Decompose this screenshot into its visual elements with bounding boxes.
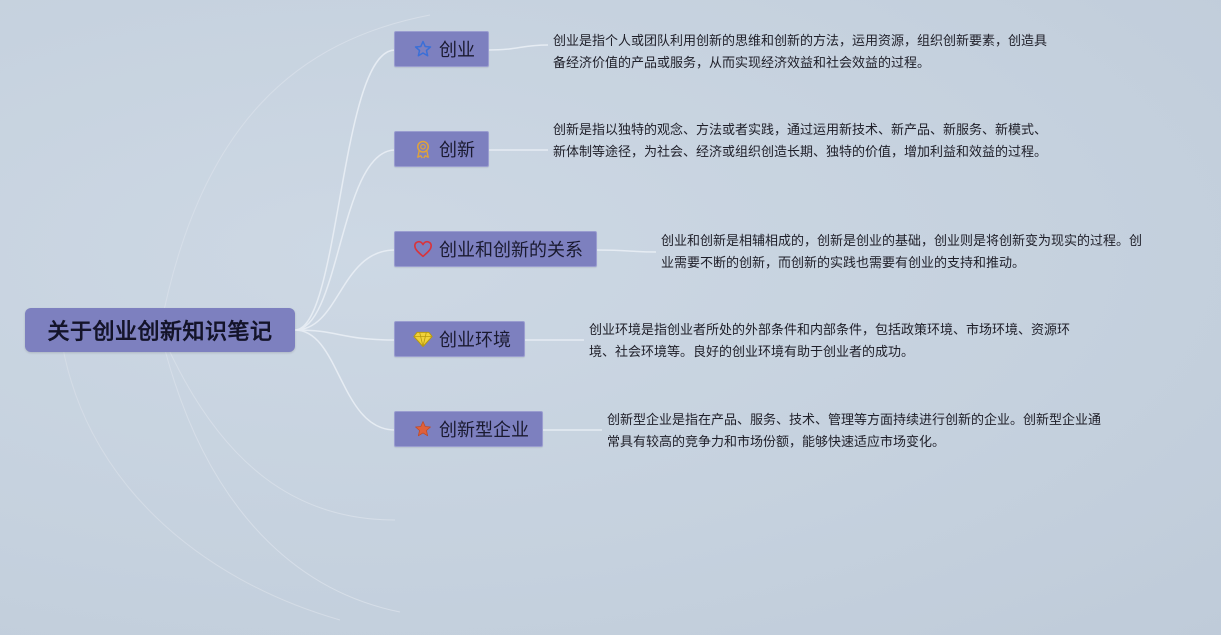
topic-environment[interactable]: 创业环境 [394,321,525,357]
connector-root-topic-5 [294,329,396,431]
connector-root-topic-4 [294,329,396,341]
topic-label: 创业和创新的关系 [439,240,583,261]
heart-outline-icon [413,239,433,259]
topic-chuangye[interactable]: 创业 [394,31,489,67]
topic-innovative-enterprise[interactable]: 创新型企业 [394,411,543,447]
topic-chuangxin[interactable]: 创新 [394,131,489,167]
diamond-gem-icon [413,329,433,349]
topic-label: 创业环境 [439,330,511,351]
topic-label: 创业 [439,40,475,61]
connector-root-topic-3 [294,249,396,331]
root-topic-title: 关于创业创新知识笔记 [47,320,273,345]
topic-label: 创新 [439,140,475,161]
decorative-arc [159,14,431,331]
topic-note: 创新型企业是指在产品、服务、技术、管理等方面持续进行创新的企业。创新型企业通常具… [607,413,1102,450]
decorative-arc [159,329,401,613]
connector-topic-note-3 [595,249,657,253]
topic-label: 创新型企业 [439,420,529,441]
topic-relationship[interactable]: 创业和创新的关系 [394,231,597,267]
connector-root-topic-2 [294,149,396,331]
award-badge-icon [413,139,433,159]
decorative-arc [59,329,341,621]
topic-note: 创新是指以独特的观念、方法或者实践，通过运用新技术、新产品、新服务、新模式、新体… [553,123,1048,160]
star-filled-icon [413,419,433,439]
topic-note: 创业和创新是相辅相成的，创新是创业的基础，创业则是将创新变为现实的过程。创业需要… [661,234,1143,271]
decorative-arc [159,329,396,521]
connector-topic-note-1 [487,44,549,51]
topic-note: 创业环境是指创业者所处的外部条件和内部条件，包括政策环境、市场环境、资源环境、社… [589,323,1071,360]
root-topic[interactable]: 关于创业创新知识笔记 [25,308,295,352]
topic-note: 创业是指个人或团队利用创新的思维和创新的方法，运用资源，组织创新要素，创造具备经… [553,34,1048,71]
star-outline-icon [413,39,433,59]
connector-root-topic-1 [294,49,396,331]
